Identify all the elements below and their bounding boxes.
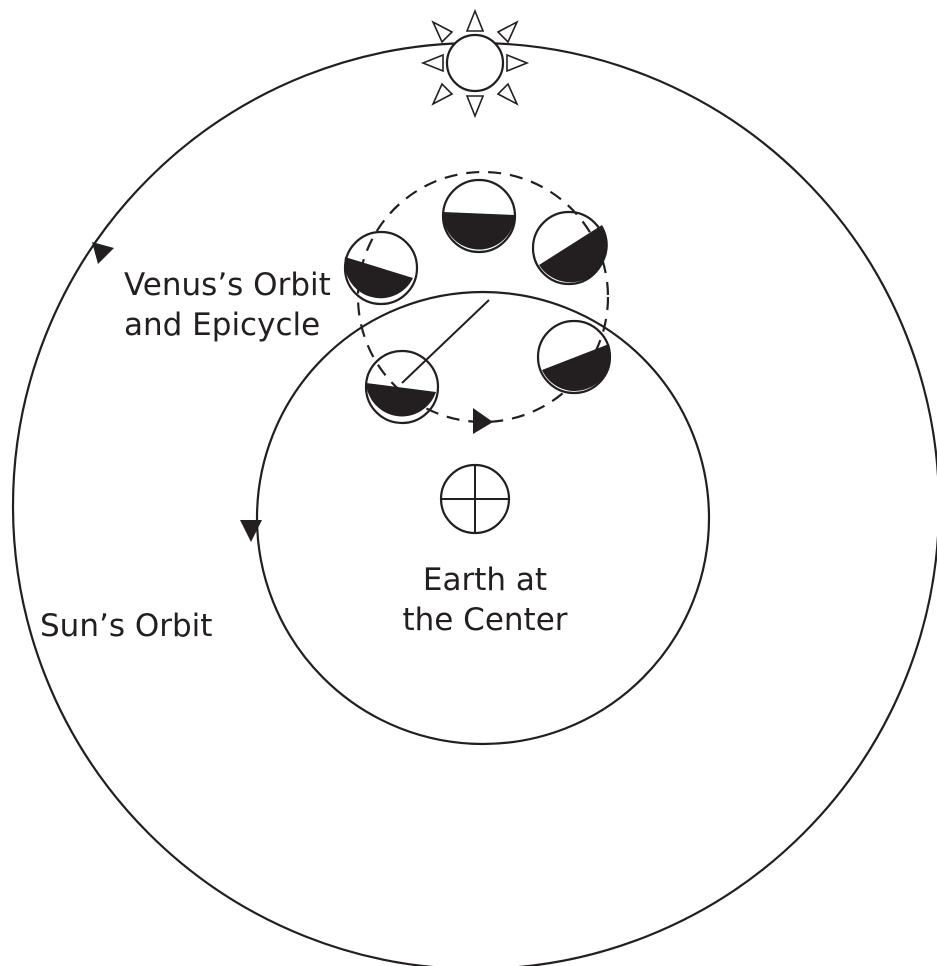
venus-phase-icon — [345, 232, 417, 304]
sun-icon — [423, 11, 527, 116]
venus-phase-icon — [366, 351, 438, 423]
earth-label-line-2: the Center — [395, 600, 575, 640]
earth-symbol-icon — [441, 465, 509, 533]
sun-orbit-label: Sun’s Orbit — [40, 606, 212, 646]
epicycle-radius-line — [402, 300, 489, 383]
earth-label: Earth at the Center — [395, 560, 575, 640]
venus-orbit-label-line-1: Venus’s Orbit — [124, 265, 331, 305]
direction-arrow-icon — [92, 242, 114, 264]
venus-orbit-label-line-2: and Epicycle — [124, 305, 331, 345]
venus-orbit-label: Venus’s Orbit and Epicycle — [124, 265, 331, 345]
earth-label-line-1: Earth at — [395, 560, 575, 600]
direction-arrow-icon — [473, 408, 493, 434]
venus-phase-icon — [533, 212, 608, 284]
venus-phase-icon — [443, 180, 515, 252]
venus-phase-icon — [538, 321, 611, 393]
